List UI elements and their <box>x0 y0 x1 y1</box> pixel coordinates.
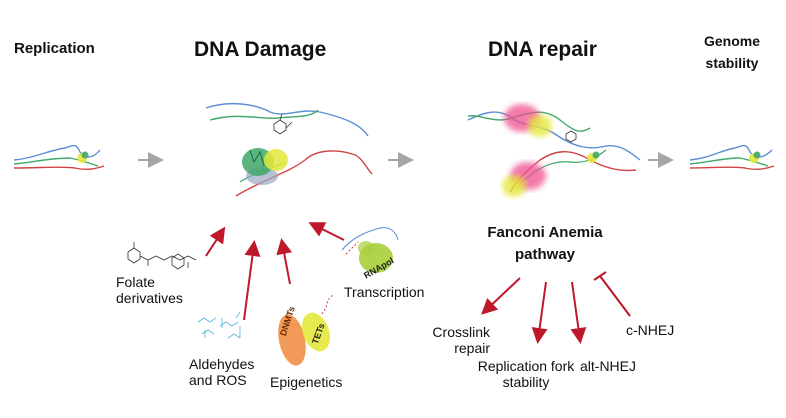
label-crosslink-repair: Crosslink repair <box>428 324 490 356</box>
folate-line1: Folate <box>116 274 155 290</box>
label-alt-nhej: alt-NHEJ <box>580 358 637 374</box>
crosslink-line2: repair <box>454 340 490 356</box>
label-replication-fork-stability: Replication fork stability <box>466 358 586 390</box>
stage-title-dna-repair: DNA repair <box>488 38 597 61</box>
arrow-pathway-to-fork-stability <box>531 281 548 344</box>
epigenetic-enzymes-illustration <box>278 293 335 366</box>
label-c-nhej: c-NHEJ <box>626 322 675 338</box>
stage-title-replication: Replication <box>14 40 95 57</box>
stage-title-genome-stability: Genome stability <box>692 30 772 74</box>
fanconi-anemia-pathway-title: Fanconi Anemia pathway <box>470 222 620 266</box>
fanconi-complex-bottom <box>502 162 546 197</box>
label-aldehydes-ros: Aldehydes and ROS <box>189 356 254 388</box>
genome-title-line2: stability <box>705 55 759 71</box>
aldehydes-line1: Aldehydes <box>189 356 255 372</box>
genome-title-line1: Genome <box>703 33 760 49</box>
label-epigenetics: Epigenetics <box>270 374 343 390</box>
fanconi-complex-top <box>504 104 552 137</box>
folate-line2: derivatives <box>116 290 183 306</box>
fa-title-line2: pathway <box>514 246 575 263</box>
crosslink-molecule-icon <box>273 113 293 135</box>
fa-title-line1: Fanconi Anemia <box>487 224 603 241</box>
genome-stability-illustration <box>689 144 775 171</box>
aldehyde-molecule-icon <box>197 311 241 339</box>
replication-fork-illustration <box>13 144 105 171</box>
stage-title-dna-damage: DNA Damage <box>194 38 327 61</box>
dna-damage-illustration <box>205 103 373 197</box>
label-transcription: Transcription <box>344 284 425 300</box>
arrow-folate-to-damage <box>205 226 226 257</box>
repair-crosslink-icon <box>565 130 577 143</box>
label-folate-derivatives: Folate derivatives <box>116 274 183 306</box>
crosslink-line1: Crosslink <box>432 324 490 340</box>
arrow-transcription-to-damage <box>308 222 345 241</box>
dna-repair-illustration <box>467 104 641 197</box>
arrow-pathway-to-alt-nhej <box>570 281 587 344</box>
aldehydes-line2: and ROS <box>189 372 247 388</box>
rna-polymerase-illustration <box>341 227 399 273</box>
arrow-epigenetics-to-damage <box>276 238 293 285</box>
inhibition-pathway-to-c-nhej <box>593 271 631 317</box>
damage-protein-complex <box>242 148 288 185</box>
arrow-pathway-to-crosslink <box>481 277 521 315</box>
folate-molecule-icon <box>127 242 197 270</box>
fork-line1: Replication fork <box>477 358 575 374</box>
fork-line2: stability <box>502 374 550 390</box>
repair-protein-small <box>587 151 600 163</box>
arrow-aldehydes-to-damage <box>243 240 261 321</box>
